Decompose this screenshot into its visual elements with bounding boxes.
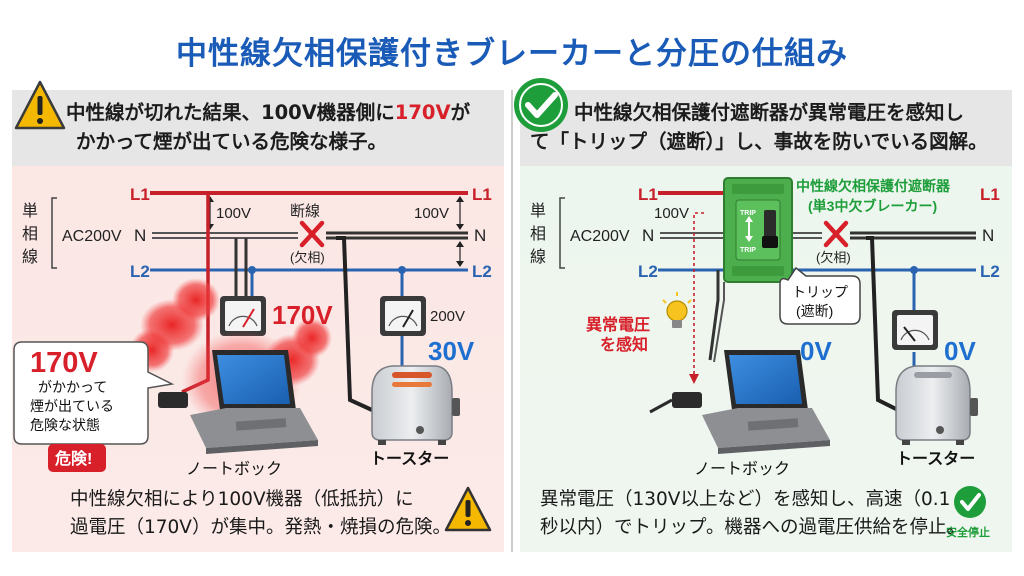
left-caption-line-1: 中性線が切れた結果、100V機器側に170Vが — [66, 101, 471, 124]
callout-voltage: 170V — [30, 347, 98, 379]
right-bottom-line-1: 異常電圧（130V以上など）を感知し、高速（0.1 — [540, 489, 951, 510]
left-l2-label: L2 — [130, 262, 150, 281]
right-bottom-line-2: 秒以内）でトリップ。機器への過電圧供給を停止。 — [540, 517, 965, 538]
right-caption-bg — [520, 90, 1012, 166]
right-v-label: 100V — [654, 205, 689, 222]
laptop-label-left: ノートボック — [186, 460, 282, 478]
right-vertical-2: 相 — [530, 225, 546, 243]
page-title: 中性線欠相保護付きブレーカーと分圧の仕組み — [176, 36, 848, 72]
toaster-wire — [336, 236, 373, 412]
right-l2-right-label: L2 — [980, 262, 1000, 281]
left-vertical-2: 相 — [22, 225, 38, 243]
bottom-warning-icon — [444, 486, 492, 532]
right-break-sub: (欠相) — [816, 250, 851, 265]
safe-label: 安全停止 — [946, 525, 990, 539]
danger-badge-bg — [48, 444, 106, 472]
breaker-title-1: 中性線欠相保護付遮断器 — [796, 178, 951, 194]
voltmeter-170 — [220, 296, 266, 336]
meter-reading-200: 200V — [430, 308, 465, 325]
callout-line-2: 煙が出ている — [30, 398, 114, 414]
right-panel — [514, 78, 1012, 552]
left-l1-label: L1 — [130, 185, 150, 204]
right-l1-label: L1 — [638, 185, 658, 204]
break-mark-right — [823, 220, 849, 248]
laptop-label-right: ノートボック — [694, 460, 790, 478]
breaker-trip-top: TRIP — [740, 210, 756, 217]
right-l2-label: L2 — [638, 262, 658, 281]
meter-reading-170: 170V — [272, 300, 333, 330]
right-source-label: AC200V — [570, 228, 630, 245]
left-break-sub: (欠相) — [290, 250, 325, 265]
toaster-right — [895, 365, 978, 445]
toaster-left — [371, 365, 460, 445]
right-l1-right-label: L1 — [980, 185, 1000, 204]
breaker-trip-bottom: TRIP — [740, 247, 756, 254]
left-v-right: 100V — [414, 205, 449, 222]
abnormal-label-1: 異常電圧 — [586, 315, 650, 334]
check-icon — [514, 78, 568, 132]
laptop-left — [158, 350, 318, 454]
toaster-label-right: トースター — [896, 450, 975, 468]
break-mark — [299, 220, 325, 248]
left-caption-line-2: かかって煙が出ている危険な様子。 — [76, 130, 388, 153]
left-caption-bg — [12, 90, 504, 166]
trip-callout-1: トリップ — [792, 284, 848, 300]
caption-highlight: 170V — [394, 101, 451, 124]
left-v-left: 100V — [216, 205, 251, 222]
left-l2-right-label: L2 — [472, 262, 492, 281]
right-caption-line-2: て「トリップ（遮断）」し、事故を防いでいる図解。 — [530, 130, 988, 153]
callout-line-1: がかかって — [38, 379, 107, 395]
right-bracket — [559, 197, 565, 269]
abnormal-label-2: を感知 — [600, 335, 648, 354]
right-n-label: N — [642, 226, 654, 245]
left-bottom-line-1: 中性線欠相により100V機器（低抵抗）に — [70, 489, 414, 510]
right-vertical-1: 単 — [530, 202, 546, 220]
left-bottom-line-2: 過電圧（170V）が集中。発熱・焼損の危険。 — [70, 517, 451, 538]
right-caption-line-1: 中性線欠相保護付遮断器が異常電圧を感知し — [574, 101, 965, 124]
toaster-voltage-left: 30V — [428, 336, 475, 366]
right-n-right-label: N — [982, 226, 994, 245]
left-bracket — [51, 197, 57, 269]
safe-check-icon — [954, 486, 986, 518]
laptop-voltage-right: 0V — [800, 336, 832, 366]
callout-line-3: 危険な状態 — [30, 417, 100, 433]
toaster-voltage-right: 0V — [944, 336, 976, 366]
right-vertical-3: 線 — [530, 248, 546, 266]
laptop-right — [649, 350, 830, 454]
abnormal-signal-line — [693, 212, 704, 380]
breaker-device — [723, 177, 793, 283]
toaster-label-left: トースター — [370, 450, 449, 468]
voltmeter-right — [892, 310, 938, 350]
left-n-right-label: N — [474, 226, 486, 245]
left-l1-right-label: L1 — [472, 185, 492, 204]
danger-callout — [13, 341, 175, 445]
left-vertical-1: 単 — [22, 202, 38, 220]
warning-icon — [14, 80, 66, 130]
danger-badge: 危険! — [55, 449, 92, 468]
trip-callout — [779, 266, 861, 325]
lightbulb-icon — [662, 292, 692, 328]
left-source-label: AC200V — [62, 228, 122, 245]
left-panel — [12, 80, 504, 552]
left-break-label: 断線 — [290, 203, 320, 220]
left-vertical-3: 線 — [22, 248, 38, 266]
voltmeter-200 — [380, 296, 426, 336]
trip-callout-2: (遮断) — [796, 303, 833, 319]
left-n-label: N — [134, 226, 146, 245]
breaker-title-2: (単3中欠ブレーカー) — [808, 198, 937, 214]
